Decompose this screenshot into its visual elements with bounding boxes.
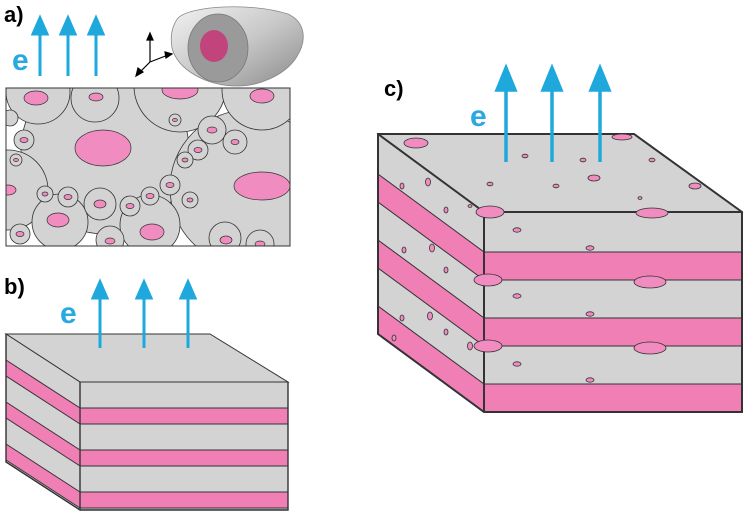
field-arrow-head [58, 14, 78, 36]
pores-top [403, 133, 702, 219]
field-arrow-head [134, 278, 154, 300]
panel-b-label: b) [4, 274, 25, 299]
field-arrow-head [90, 278, 110, 300]
panel-b: b) e [4, 274, 290, 511]
pink-layer-front [79, 491, 289, 509]
field-arrow-head [30, 14, 50, 36]
panel-a-field-label: e [12, 44, 29, 77]
panel-b-field-label: e [60, 297, 77, 330]
pink-layer-front [483, 251, 743, 281]
panel-b-field-arrows [90, 278, 198, 348]
pink-layer-front [79, 407, 289, 425]
pink-layer-front [79, 449, 289, 467]
pink-layer-front [483, 383, 743, 413]
panel-c-field-arrows [494, 63, 612, 162]
panel-a-label: a) [4, 2, 24, 27]
field-arrow-head [178, 278, 198, 300]
panel-c-field-label: e [470, 100, 487, 133]
grain-section [6, 88, 290, 246]
field-arrow-head [540, 63, 564, 92]
field-arrow-head [588, 63, 612, 92]
grain-cores [6, 88, 290, 246]
field-arrow-head [86, 14, 106, 36]
field-arrow-head [494, 63, 518, 92]
panel-a: a) e [4, 2, 304, 247]
panel-c: c) e [376, 63, 744, 413]
block-front-face [79, 381, 289, 511]
pink-layer-front [483, 317, 743, 347]
layered-block [4, 333, 290, 511]
axes-glyph-icon [135, 31, 174, 78]
pores-left [391, 177, 473, 351]
pores-front [473, 227, 667, 383]
grain-section-frame [5, 87, 291, 247]
block-front-face [483, 211, 743, 413]
porous-layered-block [376, 133, 744, 413]
panel-c-label: c) [384, 76, 404, 101]
panel-a-field-arrows [30, 14, 106, 76]
ovoid-shell-inset [170, 6, 304, 87]
